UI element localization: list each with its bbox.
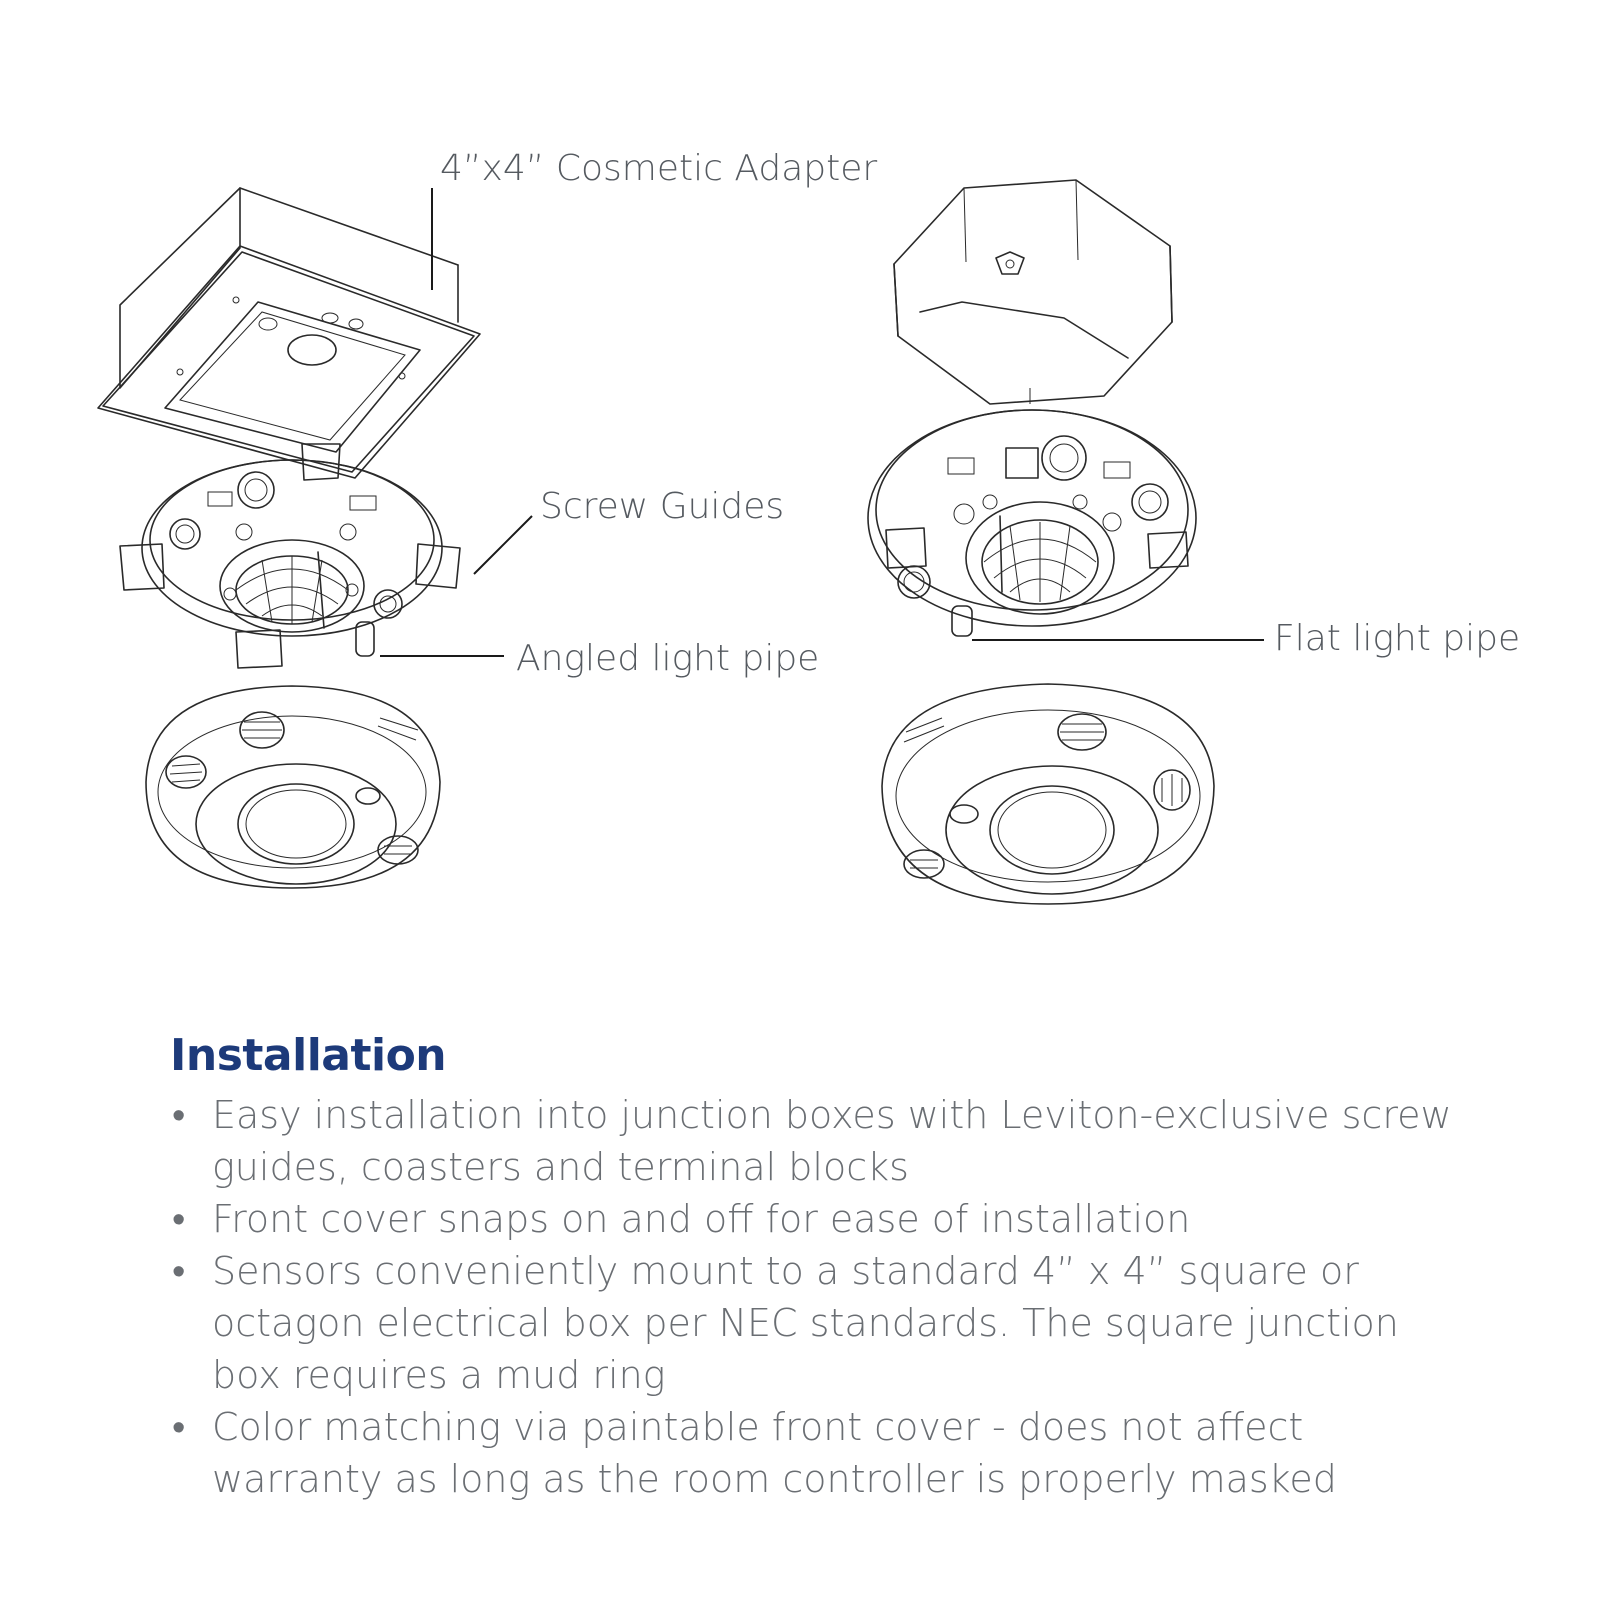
leader-line (473, 515, 533, 575)
callout-label: Screw Guides (540, 486, 784, 527)
square-junction-box (97, 187, 481, 479)
octagon-junction-box-assembly (867, 179, 1215, 905)
callout-label: 4”x4” Cosmetic Adapter (440, 148, 877, 189)
front-cover-flat (881, 683, 1215, 905)
sensor-base-angled (119, 443, 461, 669)
callout-label: Angled light pipe (516, 638, 819, 679)
callout-label: Flat light pipe (1274, 618, 1520, 659)
square-junction-box-assembly (97, 187, 481, 889)
installation-diagram: 4”x4” Cosmetic Adapter Screw Guides Angl… (97, 148, 1520, 905)
list-item: Front cover snaps on and off for ease of… (170, 1193, 1470, 1245)
callout-flat-light-pipe: Flat light pipe (972, 618, 1520, 659)
installation-list: Easy installation into junction boxes wi… (170, 1089, 1470, 1505)
sensor-base-flat (867, 409, 1197, 637)
list-item: Color matching via paintable front cover… (170, 1401, 1470, 1505)
callout-screw-guides: Screw Guides (473, 486, 784, 575)
octagon-junction-box (893, 179, 1173, 405)
installation-title: Installation (170, 1030, 447, 1081)
front-cover-angled (145, 685, 441, 889)
callout-cosmetic-adapter: 4”x4” Cosmetic Adapter (431, 148, 877, 290)
callout-angled-light-pipe: Angled light pipe (380, 638, 819, 679)
installation-section: Installation Easy installation into junc… (170, 1030, 1470, 1505)
list-item: Easy installation into junction boxes wi… (170, 1089, 1470, 1193)
list-item: Sensors conveniently mount to a standard… (170, 1245, 1470, 1401)
